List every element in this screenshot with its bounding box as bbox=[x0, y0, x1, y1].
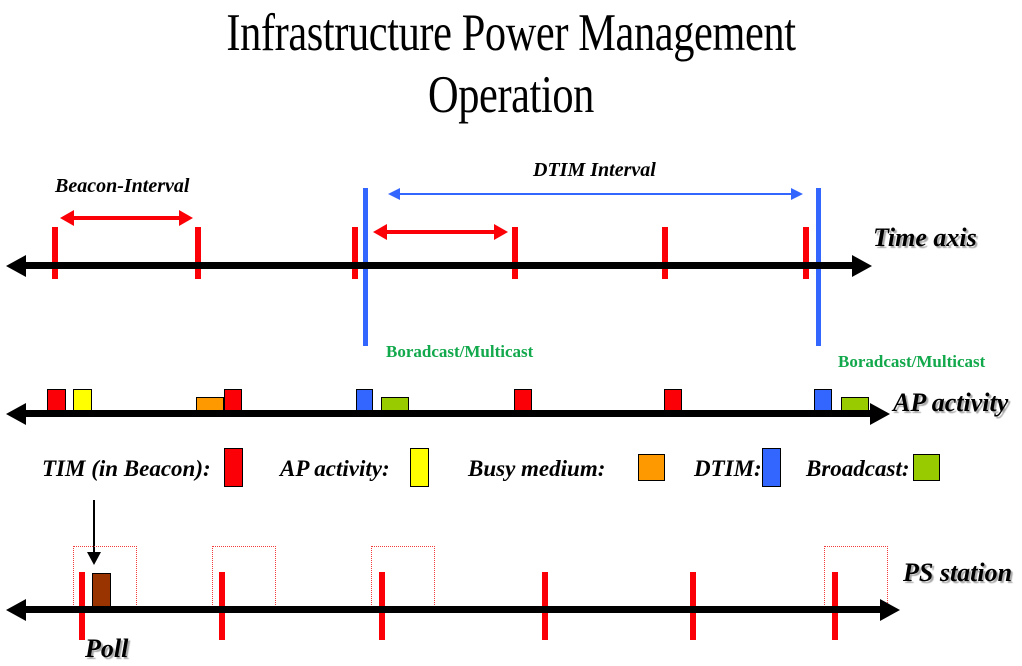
poll-pointer bbox=[86, 500, 102, 568]
time-axis-row: Beacon-Interval DTIM Interval Time axis bbox=[0, 150, 1022, 346]
legend-label-busy-medium: Busy medium: bbox=[468, 456, 606, 481]
beacon-interval-arrow-1 bbox=[60, 210, 193, 227]
ps-station-row: PS station Poll bbox=[0, 500, 1022, 666]
beacon-tick bbox=[803, 227, 809, 279]
time-axis-row-label: Time axis bbox=[873, 223, 977, 252]
beacon-interval-label: Beacon-Interval bbox=[55, 175, 190, 197]
legend-label-dtim: DTIM: bbox=[694, 456, 762, 481]
legend-swatch-dtim bbox=[762, 448, 781, 487]
ap-activity-line bbox=[6, 403, 890, 425]
legend-swatch-broadcast bbox=[913, 454, 940, 481]
beacon-tick bbox=[52, 227, 58, 279]
legend-swatch-busy-medium bbox=[638, 454, 665, 481]
ps-station-row-label: PS station bbox=[903, 558, 1013, 587]
legend-row: TIM (in Beacon): AP activity: Busy mediu… bbox=[0, 440, 1022, 500]
beacon-tick bbox=[512, 227, 518, 279]
legend-label-ap-activity: AP activity: bbox=[280, 456, 390, 481]
dtim-interval-label: DTIM Interval bbox=[533, 159, 656, 181]
beacon-tick bbox=[662, 227, 668, 279]
broadcast-multicast-label: Boradcast/Multicast bbox=[838, 352, 986, 371]
ap-activity-row: Boradcast/Multicast Boradcast/Multicast … bbox=[0, 340, 1022, 430]
ap-activity-row-label: AP activity bbox=[893, 388, 1009, 417]
ps-station-line bbox=[6, 599, 900, 621]
legend-swatch-ap-activity bbox=[410, 448, 429, 487]
poll-label: Poll bbox=[85, 634, 129, 663]
page-title-line1: Infrastructure Power Management bbox=[226, 4, 796, 62]
beacon-tick bbox=[195, 227, 201, 279]
beacon-tick bbox=[352, 227, 358, 279]
legend-label-tim: TIM (in Beacon): bbox=[42, 456, 211, 481]
page-title: Infrastructure Power Management Operatio… bbox=[102, 2, 920, 126]
legend-label-broadcast: Broadcast: bbox=[806, 456, 910, 481]
time-axis-line bbox=[6, 255, 872, 277]
dtim-interval-arrow bbox=[388, 188, 803, 201]
legend-swatch-tim bbox=[224, 448, 243, 487]
broadcast-multicast-label: Boradcast/Multicast bbox=[386, 342, 534, 361]
beacon-interval-arrow-2 bbox=[373, 224, 508, 241]
page-title-line2: Operation bbox=[428, 66, 594, 124]
